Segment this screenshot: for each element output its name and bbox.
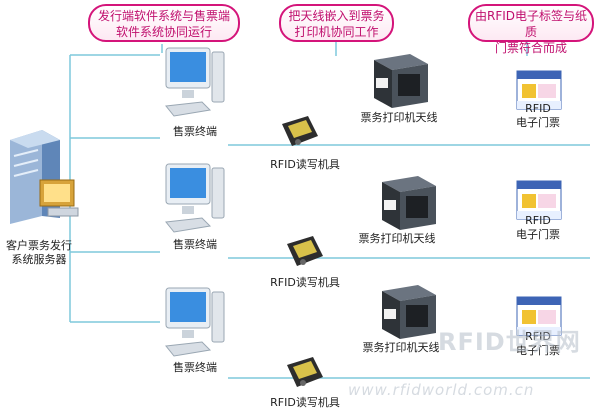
server-label: 客户票务发行 系统服务器	[6, 239, 72, 266]
terminal-label: 售票终端	[173, 238, 217, 251]
printer-label: 票务打印机天线	[362, 341, 440, 354]
watermark-logo: RFID世界网	[438, 328, 581, 356]
rfid-reader-icon	[282, 116, 318, 146]
terminal-computer-icon	[165, 287, 225, 357]
ticket-printer-icon	[374, 54, 428, 108]
reader-label: RFID读写机具	[270, 276, 340, 289]
ticket-label: RFID 电子门票	[516, 214, 560, 241]
header-printer: 把天线嵌入到票务 打印机协同工作	[279, 4, 394, 42]
rfid-reader-icon	[287, 357, 323, 387]
rfid-ticket-icon	[516, 180, 562, 220]
watermark-url: www.rfidworld.com.cn	[348, 381, 535, 399]
terminal-label: 售票终端	[173, 361, 217, 374]
rfid-reader-icon	[287, 236, 323, 266]
ticket-printer-icon	[382, 285, 436, 339]
terminal-computer-icon	[165, 47, 225, 117]
header-ticket: 由RFID电子标签与纸质 门票符合而成	[468, 4, 594, 55]
reader-label: RFID读写机具	[270, 396, 340, 409]
reader-label: RFID读写机具	[270, 158, 340, 171]
rfid-ticket-icon	[516, 70, 562, 110]
header-software: 发行端软件系统与售票端 软件系统协同运行	[88, 4, 240, 42]
printer-label: 票务打印机天线	[358, 232, 436, 245]
rfid-ticket-icon	[516, 296, 562, 336]
ticket-printer-icon	[382, 176, 436, 230]
ticket-label: RFID 电子门票	[516, 330, 560, 357]
ticket-label: RFID 电子门票	[516, 102, 560, 129]
server-icon	[10, 130, 79, 224]
printer-label: 票务打印机天线	[360, 111, 438, 124]
terminal-computer-icon	[165, 163, 225, 233]
terminal-label: 售票终端	[173, 125, 217, 138]
